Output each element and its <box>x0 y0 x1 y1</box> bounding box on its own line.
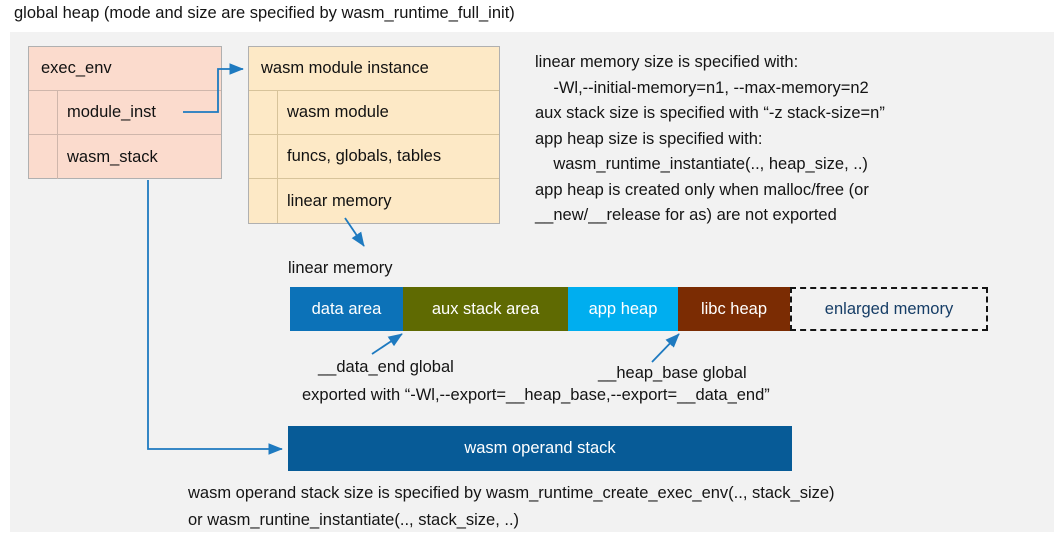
diagram-title: global heap (mode and size are specified… <box>14 4 515 22</box>
wasm-module-instance-box: wasm module instance wasm module funcs, … <box>248 46 500 224</box>
exec-env-box: exec_env module_inst wasm_stack <box>28 46 222 179</box>
memory-segment-label: libc heap <box>700 299 768 318</box>
wasm-module-instance-field-wasm-module: wasm module <box>249 91 499 135</box>
exec-env-field-wasm-stack: wasm_stack <box>29 135 221 179</box>
memory-segment-enlarged-memory: enlarged memory <box>790 287 988 331</box>
wasm-module-instance-field-label: funcs, globals, tables <box>287 147 442 165</box>
exec-env-gutter <box>29 135 58 179</box>
memory-config-note: linear memory size is specified with: -W… <box>535 53 885 224</box>
memory-segment-label: data area <box>311 299 382 318</box>
wasm-module-instance-field-linear-memory: linear memory <box>249 179 499 223</box>
linear-memory-bar: data area aux stack area app heap libc h… <box>290 287 988 331</box>
wasm-operand-stack-label: wasm operand stack <box>464 439 616 457</box>
wasm-module-instance-gutter <box>249 91 278 134</box>
operand-stack-note: wasm operand stack size is specified by … <box>188 484 835 529</box>
memory-segment-aux-stack-area: aux stack area <box>403 287 568 331</box>
wasm-operand-stack-bar: wasm operand stack <box>288 426 792 471</box>
wasm-module-instance-field-funcs-globals-tables: funcs, globals, tables <box>249 135 499 179</box>
memory-segment-label: aux stack area <box>431 299 540 318</box>
exec-env-field-module-inst: module_inst <box>29 91 221 135</box>
exec-env-field-label: module_inst <box>67 103 156 121</box>
memory-segment-libc-heap: libc heap <box>678 287 790 331</box>
exec-env-gutter <box>29 91 58 134</box>
wasm-module-instance-field-label: linear memory <box>287 191 392 210</box>
exec-env-field-label: wasm_stack <box>67 147 158 166</box>
memory-segment-label: enlarged memory <box>824 299 954 318</box>
memory-segment-label: app heap <box>588 299 658 318</box>
annotation-exported-with: exported with “-Wl,--export=__heap_base,… <box>302 386 770 404</box>
annotation-heap-base: __heap_base global <box>598 364 747 382</box>
linear-memory-label: linear memory <box>288 259 393 277</box>
memory-segment-data-area: data area <box>290 287 403 331</box>
wasm-module-instance-header: wasm module instance <box>249 47 499 91</box>
wasm-module-instance-gutter <box>249 179 278 223</box>
wasm-module-instance-gutter <box>249 135 278 178</box>
exec-env-header: exec_env <box>29 47 221 91</box>
annotation-data-end: __data_end global <box>318 358 454 376</box>
wasm-module-instance-field-label: wasm module <box>287 103 389 121</box>
memory-segment-app-heap: app heap <box>568 287 678 331</box>
